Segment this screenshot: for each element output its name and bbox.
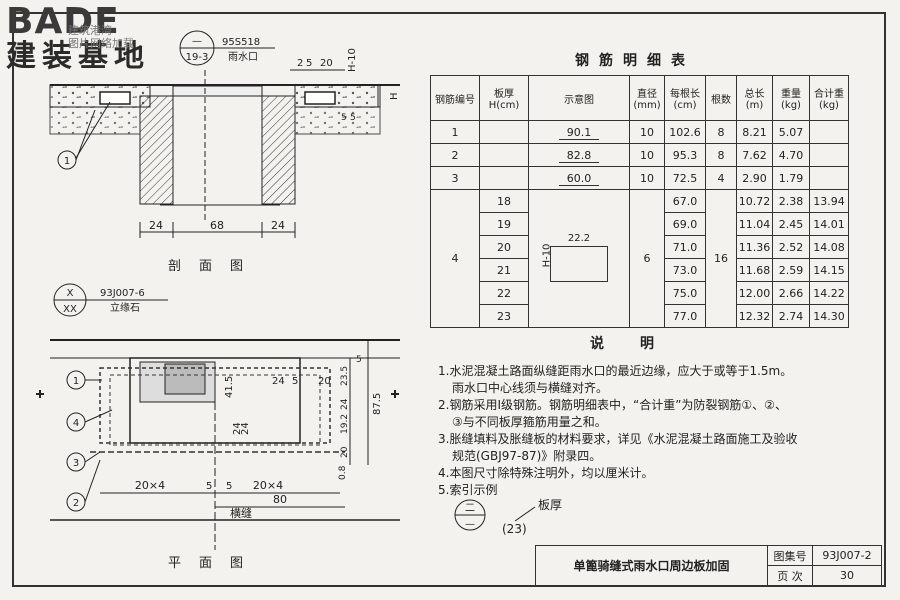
plan-ref-symbol: X XX 93J007-6 立缘石 — [53, 283, 168, 317]
plan-marker-2: 2 — [73, 498, 79, 509]
svg-text:19-3: 19-3 — [186, 52, 209, 63]
svg-text:87.5: 87.5 — [372, 393, 383, 415]
svg-text:H-10: H-10 — [347, 48, 358, 72]
drawing-frame — [12, 12, 886, 587]
svg-text:5: 5 — [356, 355, 362, 365]
svg-text:19.2: 19.2 — [340, 414, 350, 434]
section-view: — 19-3 95S518 雨水口 24 68 24 2 5 20 H-10 H… — [49, 30, 400, 238]
note-line: 5.索引示例 — [438, 483, 498, 497]
title-block: 单篦骑缝式雨水口周边板加固 图集号 93J007-2 页 次 30 — [535, 545, 882, 586]
table-row: 4 18 22.2 H-10 6 67.0 16 10.72 2.38 13.9… — [430, 189, 849, 328]
rebar-table-title: 钢筋明细表 — [575, 53, 695, 69]
svg-text:雨水口: 雨水口 — [228, 51, 258, 63]
svg-text:93J007-6: 93J007-6 — [100, 288, 145, 299]
notes-list: 1.水泥混凝土路面纵缝距雨水口的最近边缘，应大于或等于1.5m。 雨水口中心线须… — [438, 363, 878, 499]
svg-text:5: 5 — [341, 113, 347, 123]
svg-text:23.5: 23.5 — [340, 366, 350, 386]
note-line: 规范(GBJ97-87)》附录四。 — [452, 449, 602, 463]
dim-24-right: 24 — [271, 219, 285, 232]
note-line: ③与不同板厚箍筋用量之和。 — [452, 415, 607, 429]
index-example: 二 — (23) 板厚 — [454, 498, 562, 536]
svg-text:95S518: 95S518 — [222, 37, 260, 48]
svg-text:(23): (23) — [502, 522, 527, 536]
note-line: 4.本图尺寸除特殊注明外，均以厘米计。 — [438, 466, 654, 480]
svg-text:2: 2 — [297, 58, 303, 69]
svg-text:—: — — [465, 519, 475, 530]
joint-label: 横缝 — [230, 506, 252, 520]
svg-text:24: 24 — [340, 398, 350, 410]
note-line: 3.胀缝填料及胀缝板的材料要求，详见《水泥混凝土路面施工及验收 — [438, 432, 798, 446]
svg-text:二: 二 — [465, 503, 475, 514]
svg-text:20: 20 — [340, 446, 350, 458]
dim-68: 68 — [210, 219, 224, 232]
plan-marker-1: 1 — [73, 376, 79, 387]
note-line: 2.钢筋采用Ⅰ级钢筋。钢筋明细表中，“合计重”为防裂钢筋①、②、 — [438, 398, 787, 412]
plan-view: X XX 93J007-6 立缘石 41.5 24 24 24 5 20 5 2… — [36, 283, 400, 550]
plan-marker-3: 3 — [73, 458, 79, 469]
logo-text-en: BADE — [6, 1, 120, 42]
svg-text:5: 5 — [226, 481, 232, 492]
svg-text:0.8: 0.8 — [338, 465, 348, 480]
brand-logo: BADE 建装基地 建筑港湾 图片网络加载 — [6, 4, 181, 84]
rebar-table: 钢筋编号 板厚 H(cm) 示意图 直径 (mm) 每根长 (cm) 根数 总长… — [430, 75, 849, 328]
note-line: 1.水泥混凝土路面纵缝距雨水口的最近边缘，应大于或等于1.5m。 — [438, 364, 793, 378]
svg-text:80: 80 — [273, 493, 287, 506]
svg-text:24: 24 — [240, 422, 251, 435]
svg-text:20×4: 20×4 — [253, 479, 283, 492]
svg-text:24: 24 — [232, 422, 243, 435]
atlas-number: 93J007-2 — [812, 545, 882, 566]
section-marker-1: 1 — [64, 156, 70, 167]
svg-text:5: 5 — [306, 58, 312, 69]
svg-text:24: 24 — [272, 376, 285, 387]
svg-text:5: 5 — [206, 481, 212, 492]
svg-text:XX: XX — [63, 304, 77, 315]
svg-text:5: 5 — [292, 376, 298, 387]
svg-text:X: X — [67, 288, 74, 299]
svg-text:20: 20 — [320, 58, 333, 69]
svg-text:H: H — [389, 92, 400, 100]
svg-text:立缘石: 立缘石 — [110, 301, 140, 314]
svg-text:20: 20 — [318, 376, 331, 387]
section-caption: 剖面图 — [168, 259, 262, 274]
svg-text:—: — — [192, 36, 202, 47]
svg-text:20×4: 20×4 — [135, 479, 165, 492]
notes-title: 说明 — [590, 336, 690, 352]
logo-text-cn: 建装基地 — [6, 39, 150, 74]
dim-24-left: 24 — [149, 219, 163, 232]
logo-watermark: 建筑港湾 图片网络加载 — [68, 24, 134, 50]
page-number: 30 — [812, 565, 882, 586]
section-ref-symbol: — 19-3 95S518 雨水口 — [179, 30, 275, 66]
plan-marker-4: 4 — [73, 418, 79, 429]
svg-text:41.5: 41.5 — [224, 376, 235, 398]
svg-text:板厚: 板厚 — [538, 498, 562, 512]
svg-text:5: 5 — [350, 113, 356, 123]
plan-caption: 平面图 — [168, 556, 262, 571]
drawing-title: 单篦骑缝式雨水口周边板加固 — [535, 545, 768, 586]
note-line: 雨水口中心线须与横缝对齐。 — [452, 381, 609, 395]
